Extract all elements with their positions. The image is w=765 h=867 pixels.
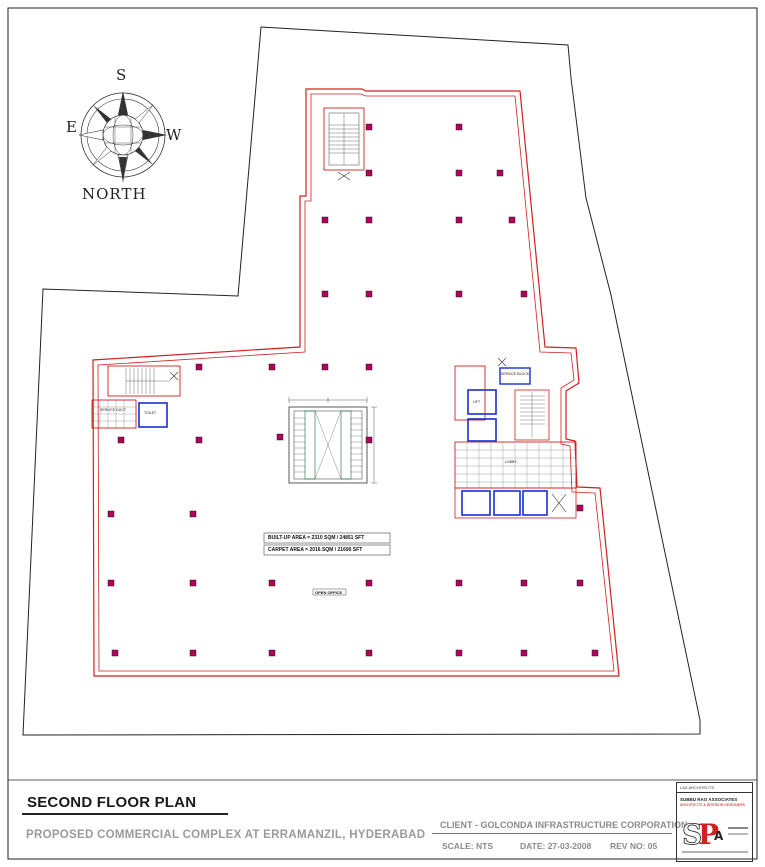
column: [365, 216, 373, 224]
svg-text:S: S: [682, 818, 702, 851]
left-service-label: SERVICE DUCT: [100, 408, 126, 412]
column: [455, 649, 463, 657]
top-stair-core: [323, 107, 365, 181]
column: [268, 649, 276, 657]
column: [276, 433, 284, 441]
column: [117, 436, 125, 444]
right-service-core: [454, 357, 577, 519]
column: [107, 579, 115, 587]
right-service-label: SERVICE BLOCK: [501, 372, 530, 376]
column: [455, 579, 463, 587]
svg-text:A: A: [714, 829, 724, 843]
column: [107, 510, 115, 518]
site-boundary: [22, 26, 701, 736]
column: [365, 363, 373, 371]
column: [365, 290, 373, 298]
column: [321, 363, 329, 371]
column: [195, 436, 203, 444]
carpet-area-label: CARPET AREA = 2016 SQM / 21690 SFT: [268, 547, 363, 553]
architect-title-block: [676, 782, 753, 862]
column: [455, 290, 463, 298]
architect-firm-name: SUBBU RAO ASSOCIATES: [680, 797, 738, 802]
scale-label: SCALE: NTS: [442, 841, 493, 851]
column: [520, 649, 528, 657]
client-label: CLIENT - GOLCONDA INFRASTRUCTURE CORPORA…: [440, 820, 688, 830]
architect-top-note: LAS ARCHITECTS: [676, 782, 753, 793]
column: [268, 579, 276, 587]
svg-text:P: P: [698, 818, 719, 851]
column: [365, 123, 373, 131]
carpet-area-box: [263, 544, 391, 556]
column: [189, 510, 197, 518]
column: [455, 123, 463, 131]
column: [591, 649, 599, 657]
compass-e-label: E: [66, 118, 77, 136]
central-atrium: [288, 397, 377, 484]
compass-w-label: W: [166, 126, 182, 144]
column: [111, 649, 119, 657]
column: [455, 216, 463, 224]
column: [496, 169, 504, 177]
column: [321, 216, 329, 224]
column: [520, 579, 528, 587]
revision-label: REV NO: 05: [610, 841, 658, 851]
column: [520, 290, 528, 298]
column: [508, 216, 516, 224]
column: [576, 504, 584, 512]
drawing-title: SECOND FLOOR PLAN: [27, 794, 197, 811]
column: [365, 579, 373, 587]
built-up-area-box: [263, 532, 391, 544]
open-office-tag: [312, 588, 347, 596]
drawing-title-underline: [22, 813, 228, 815]
building-walls: [92, 88, 620, 677]
lobby-label: LOBBY: [505, 460, 517, 464]
column: [576, 579, 584, 587]
sheet-border: [7, 7, 758, 860]
left-toilet-label: TOILET: [144, 411, 157, 415]
column: [189, 649, 197, 657]
date-label: DATE: 27-03-2008: [520, 841, 592, 851]
architect-firm-sub: ARCHITECTS & INTERIOR DESIGNERS: [680, 803, 745, 807]
column: [321, 290, 329, 298]
column: [268, 363, 276, 371]
column: [365, 649, 373, 657]
built-up-area-label: BUILT-UP AREA = 2310 SQM / 24851 SFT: [268, 535, 365, 541]
structural-columns: [107, 123, 599, 657]
column: [195, 363, 203, 371]
lift-label: LIFT: [473, 400, 481, 404]
column: [365, 436, 373, 444]
column: [189, 579, 197, 587]
column: [365, 169, 373, 177]
column: [455, 169, 463, 177]
compass-s-label: S: [116, 66, 127, 84]
project-subtitle: PROPOSED COMMERCIAL COMPLEX AT ERRAMANZI…: [26, 829, 426, 841]
architect-logo: S P A: [682, 818, 748, 853]
north-label: NORTH: [82, 185, 147, 203]
open-office-label: OPEN OFFICE: [315, 590, 343, 595]
compass-rose: [78, 91, 167, 183]
client-underline: [432, 833, 672, 834]
left-service-block: [91, 365, 181, 429]
